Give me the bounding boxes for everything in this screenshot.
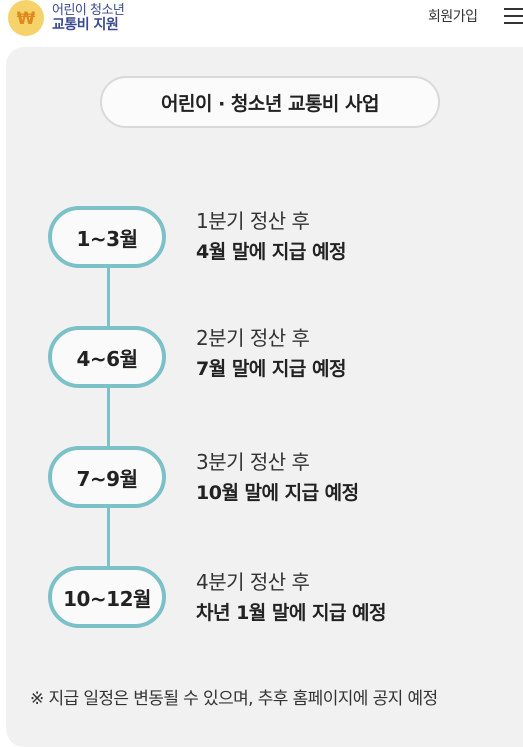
won-coin-icon: ₩ [8,0,44,36]
logo[interactable]: ₩ 어린이 청소년 교통비 지원 [8,0,125,36]
payment-text: 7월 말에 지급 예정 [196,358,346,380]
schedule-desc-q4: 4분기 정산 후 차년 1월 말에 지급 예정 [196,569,387,627]
period-q2: 4~6월 [48,326,166,388]
payment-text: 10월 말에 지급 예정 [196,482,359,504]
payment-text: 4월 말에 지급 예정 [196,241,346,263]
schedule-desc-q3: 3분기 정산 후 10월 말에 지급 예정 [196,449,359,507]
signup-link[interactable]: 회원가입 [428,9,478,25]
hamburger-menu-icon[interactable] [504,7,523,25]
page-title: 어린이 · 청소년 교통비 사업 [100,76,440,128]
schedule-desc-q2: 2분기 정산 후 7월 말에 지급 예정 [196,325,346,383]
timeline-connector [107,268,110,574]
period-q1: 1~3월 [48,206,166,268]
logo-line2: 교통비 지원 [52,17,119,33]
period-q3: 7~9월 [48,446,166,508]
settlement-text: 4분기 정산 후 [196,570,310,594]
schedule-desc-q1: 1분기 정산 후 4월 말에 지급 예정 [196,208,346,266]
schedule-card [6,47,523,747]
schedule-note: ※ 지급 일정은 변동될 수 있으며, 추후 홈페이지에 공지 예정 [30,689,438,709]
settlement-text: 3분기 정산 후 [196,450,310,474]
payment-text: 차년 1월 말에 지급 예정 [196,602,387,624]
svg-text:₩: ₩ [17,9,36,29]
header: ₩ 어린이 청소년 교통비 지원 회원가입 [0,0,523,42]
settlement-text: 2분기 정산 후 [196,326,310,350]
settlement-text: 1분기 정산 후 [196,209,310,233]
logo-line1: 어린이 청소년 [52,3,125,18]
period-q4: 10~12월 [48,566,166,628]
